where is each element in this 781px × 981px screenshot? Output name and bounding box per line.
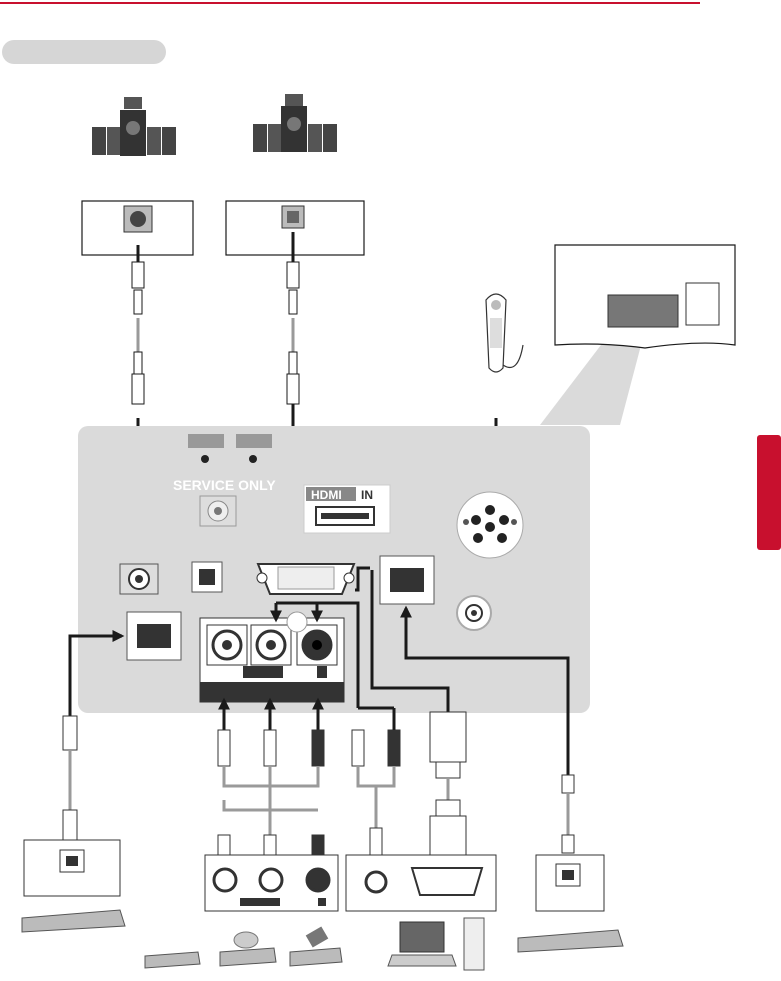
- rca-cable-plug: [218, 730, 400, 766]
- hdmi-port-icon: HDMI IN: [304, 485, 390, 533]
- lan-left-plug-bottom: [63, 810, 77, 844]
- av-source-jack-2: [260, 869, 282, 891]
- lan-right-plug: [562, 775, 574, 793]
- side-tab: [757, 435, 781, 550]
- left-device-lan-inner: [66, 856, 78, 866]
- hdmi-logo: HDMI: [311, 488, 342, 502]
- service-only-label: SERVICE ONLY: [173, 477, 276, 493]
- lan-right-plug-bottom: [562, 835, 574, 853]
- lan-left-plug: [63, 716, 77, 750]
- av-source-label-dot: [318, 898, 326, 906]
- lan-port-icon: [127, 612, 181, 660]
- av-input-block: [200, 612, 344, 702]
- callout-slot: [608, 295, 678, 327]
- section-pill: [2, 40, 166, 64]
- lan-port-icon: [380, 556, 434, 604]
- audio-minijack-icon: [366, 872, 386, 892]
- service-led-2: [249, 455, 257, 463]
- dvd-player-icon: [220, 932, 276, 966]
- pc-tower-icon: [464, 918, 484, 970]
- optical-jack-icon: [282, 206, 304, 228]
- service-slot-2: [236, 434, 272, 448]
- laptop-icon: [388, 922, 456, 966]
- surround-speaker-set-icon: [92, 97, 176, 156]
- optical-cable-bottom-plug: [287, 352, 299, 404]
- vga-plug-top: [430, 712, 466, 778]
- dvd-player-icon: [145, 952, 200, 968]
- service-port-icon: [200, 496, 236, 526]
- av-source-jack-3: [307, 869, 329, 891]
- hdmi-in-label: IN: [361, 488, 373, 502]
- digital-audio-jack-icon: [124, 206, 152, 232]
- vcr-icon: [290, 926, 342, 966]
- remote-control-icon: [486, 294, 523, 372]
- din-port-icon: [457, 492, 523, 558]
- set-top-box-icon: [518, 930, 623, 952]
- right-device-lan-inner: [562, 870, 574, 880]
- rgb-pc-port-icon: [257, 564, 354, 594]
- av-source-jack-1: [214, 869, 236, 891]
- callout-jack: [686, 283, 719, 325]
- set-top-box-icon: [22, 910, 125, 932]
- coaxial-cable-bottom-plug: [132, 352, 144, 404]
- service-led-1: [201, 455, 209, 463]
- rgb-pc-port-icon: [412, 868, 482, 895]
- digital-audio-out-jack: [120, 564, 158, 594]
- zoom-callout: [540, 245, 735, 425]
- av-source-label-bar: [240, 898, 280, 906]
- service-slot-1: [188, 434, 224, 448]
- surround-speaker-set-icon: [253, 94, 337, 152]
- audio-gray-loop: [358, 766, 394, 786]
- antenna-port-icon: [457, 596, 491, 630]
- optical-out-jack: [192, 562, 222, 592]
